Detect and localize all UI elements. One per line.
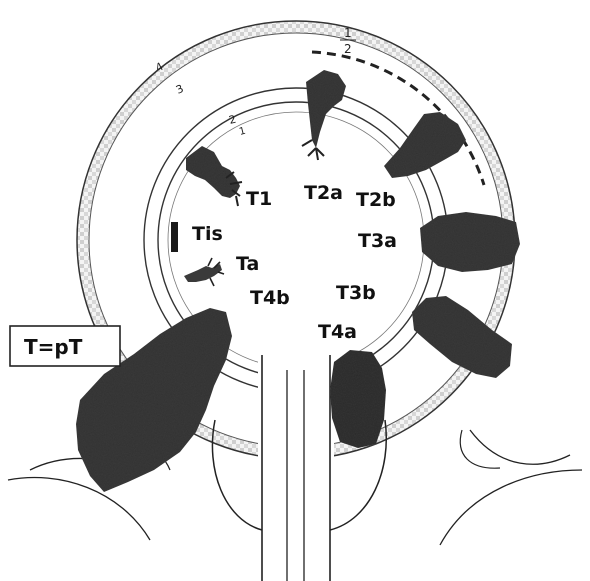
half-marker-numerator: 1 <box>344 26 352 40</box>
seminal-right <box>460 430 500 468</box>
t2a-fronds <box>302 140 324 160</box>
label-t4a: T4a <box>318 321 357 343</box>
tumor-t4a <box>330 350 386 448</box>
half-marker-denominator: 2 <box>344 42 352 56</box>
bladder-neck-gap <box>258 350 334 460</box>
layer-number-1: 1 <box>238 126 247 138</box>
label-t3a: T3a <box>358 230 397 252</box>
label-tis: Tis <box>192 223 223 245</box>
label-t2b: T2b <box>356 189 396 211</box>
tumor-t3a <box>420 212 520 272</box>
layer-number-3: 3 <box>174 82 186 97</box>
label-ta: Ta <box>236 253 259 275</box>
layer-number-2: 2 <box>228 113 238 127</box>
label-t3b: T3b <box>336 282 376 304</box>
label-t1: T1 <box>246 188 272 210</box>
label-t2a: T2a <box>304 182 343 204</box>
legend-box-text: T=pT <box>24 335 83 359</box>
lesion-tis <box>171 222 178 252</box>
label-t4b: T4b <box>250 287 290 309</box>
